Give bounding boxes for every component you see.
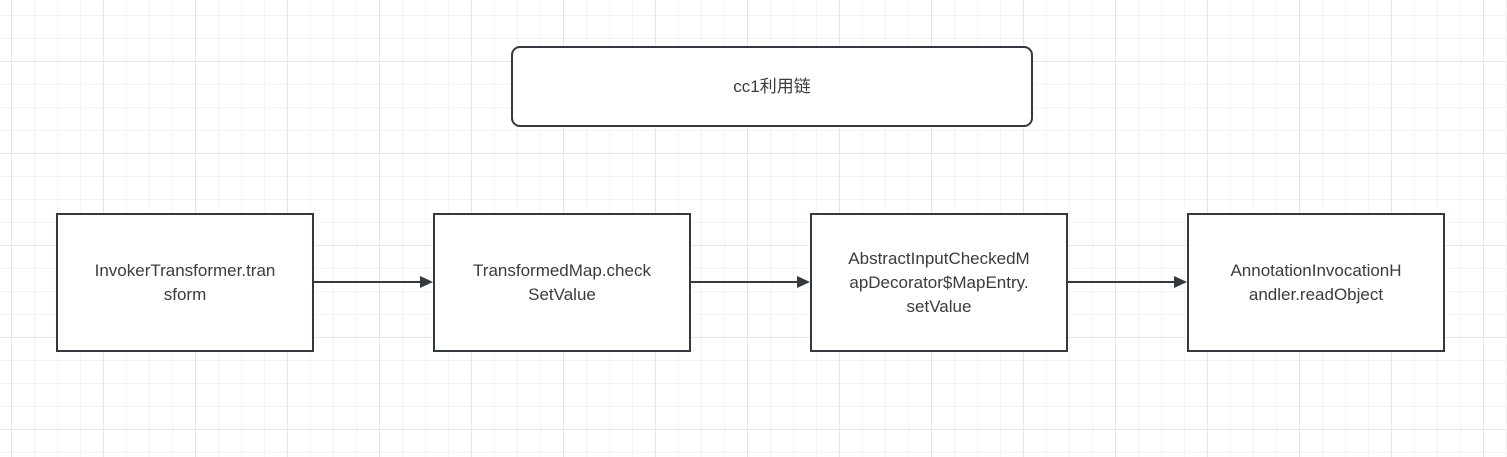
title-node-cc1-chain[interactable]: cc1利用链: [511, 46, 1033, 127]
node-invoker-transformer-transform[interactable]: InvokerTransformer.tran sform: [56, 213, 314, 352]
arrow-connector-2[interactable]: [690, 276, 810, 288]
node-abstract-input-checked-map-decorator-map-entry-set-value[interactable]: AbstractInputCheckedM apDecorator$MapEnt…: [810, 213, 1068, 352]
node-label: AbstractInputCheckedM apDecorator$MapEnt…: [848, 248, 1030, 316]
title-node-label: cc1利用链: [733, 76, 811, 96]
node-transformed-map-check-set-value[interactable]: TransformedMap.check SetValue: [433, 213, 691, 352]
node-label: TransformedMap.check SetValue: [473, 260, 651, 304]
node-label: InvokerTransformer.tran sform: [94, 260, 276, 304]
node-label: AnnotationInvocationH andler.readObject: [1230, 260, 1402, 304]
arrow-connector-3[interactable]: [1067, 276, 1187, 288]
arrow-connector-1[interactable]: [314, 276, 433, 288]
node-annotation-invocation-handler-read-object[interactable]: AnnotationInvocationH andler.readObject: [1187, 213, 1445, 352]
